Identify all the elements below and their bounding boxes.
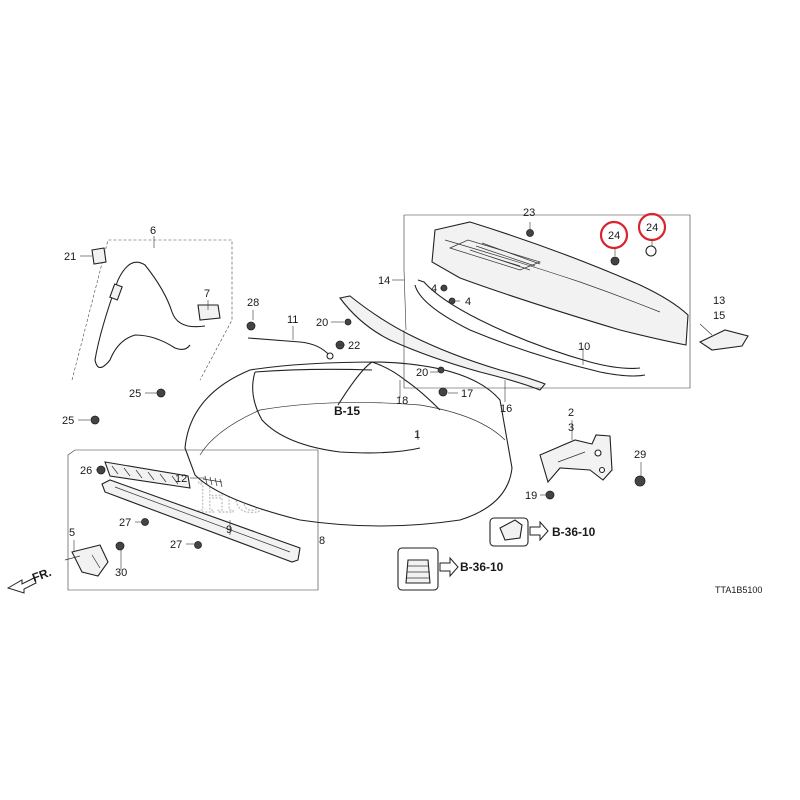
part-label-13[interactable]: 13 [713,295,725,307]
part-label-3[interactable]: 3 [568,422,574,434]
hood-stay[interactable] [337,361,441,411]
hood-panel[interactable] [184,361,513,527]
part-label-9[interactable]: 9 [226,524,232,536]
release-cable-group [71,239,256,425]
diagram-code: TTA1B5100 [715,585,762,595]
cowl-top-group [403,212,749,389]
part-label-6[interactable]: 6 [150,225,156,237]
part-label-16[interactable]: 16 [500,403,512,415]
reference-buffer-part [397,547,459,591]
part-label-8[interactable]: 8 [319,535,325,547]
leader-lines [78,222,713,545]
clip-27a[interactable] [141,518,149,526]
hood-latch[interactable] [64,540,125,577]
part-label-24b[interactable]: 24 [646,222,658,234]
part-label-1[interactable]: 1 [414,429,420,441]
part-label-30[interactable]: 30 [115,567,127,579]
part-label-14[interactable]: 14 [378,275,390,287]
clip-20a[interactable] [344,318,352,326]
highlight-circle-24a [599,220,629,250]
release-cable[interactable] [94,261,206,369]
part-label-27a[interactable]: 27 [119,517,131,529]
part-label-23[interactable]: 23 [523,207,535,219]
part-label-29[interactable]: 29 [634,449,646,461]
cowl-top-panel[interactable] [431,221,689,346]
cable-clip-25b[interactable] [90,415,100,425]
part-label-25a[interactable]: 25 [129,388,141,400]
moulding-strip[interactable] [101,479,301,563]
part-label-24a[interactable]: 24 [608,230,620,242]
cowl-lower-seal[interactable] [414,279,646,377]
part-label-18[interactable]: 18 [396,395,408,407]
nut-24a[interactable] [610,256,620,266]
part-label-20b[interactable]: 20 [416,367,428,379]
part-label-22[interactable]: 22 [348,340,360,352]
bolt-19[interactable] [545,490,555,500]
part-label-10[interactable]: 10 [578,341,590,353]
clip-17[interactable] [438,387,448,397]
part-labels: 1 2 3 4 4 5 6 7 8 9 10 11 12 13 14 15 16… [62,207,725,579]
part-label-26[interactable]: 26 [80,465,92,477]
part-label-12[interactable]: 12 [175,473,187,485]
spring-pin[interactable] [202,475,223,488]
part-label-19[interactable]: 19 [525,490,537,502]
part-label-21[interactable]: 21 [64,251,76,263]
hood-hinge[interactable] [539,434,613,484]
part-label-4b[interactable]: 4 [465,296,471,308]
part-label-4a[interactable]: 4 [431,283,437,295]
front-label: FR. [30,565,53,585]
part-label-28[interactable]: 28 [247,297,259,309]
cable-clip-25a[interactable] [156,388,166,398]
part-label-17[interactable]: 17 [461,388,473,400]
part-label-11[interactable]: 11 [287,314,298,326]
bolt-23[interactable] [526,229,534,237]
ref-label-b3610-a[interactable]: B-36-10 [552,525,596,539]
cable-clip-21[interactable] [91,247,107,265]
bolt-29[interactable] [634,475,646,487]
part-label-20a[interactable]: 20 [316,317,328,329]
part-label-15[interactable]: 15 [713,310,725,322]
clip-26[interactable] [96,465,106,475]
clip-27b[interactable] [194,541,202,549]
reference-labels: B-15 B-36-10 B-36-10 [334,404,596,574]
front-direction-arrow: FR. [6,565,53,594]
grille-strip[interactable] [104,461,191,489]
part-label-25b[interactable]: 25 [62,415,74,427]
front-moulding-group [67,449,319,591]
clip-20b[interactable] [437,366,445,374]
part-label-5[interactable]: 5 [69,527,75,539]
part-label-2[interactable]: 2 [568,407,574,419]
grommet-28[interactable] [246,321,256,331]
clip-4b[interactable] [448,297,456,305]
release-handle[interactable] [197,304,221,321]
part-label-7[interactable]: 7 [204,288,210,300]
cowl-end-cap[interactable] [698,329,749,351]
hood-support-rod[interactable] [247,337,334,360]
part-label-27b[interactable]: 27 [170,539,182,551]
reference-bumper-part [489,517,549,547]
washer-24b[interactable] [645,245,657,257]
ref-label-b3610-b[interactable]: B-36-10 [460,560,504,574]
ref-label-b15[interactable]: B-15 [334,404,360,418]
hood-seal-16[interactable] [339,295,546,391]
